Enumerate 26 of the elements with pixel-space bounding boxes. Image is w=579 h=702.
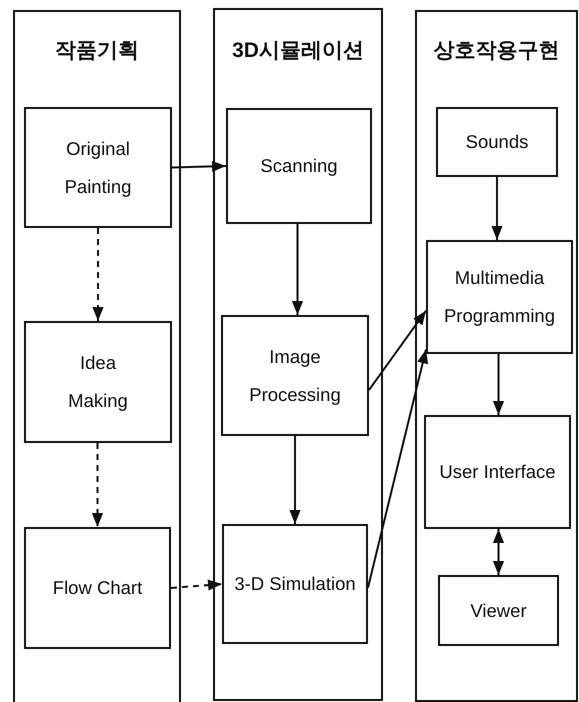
arrow (289, 436, 301, 524)
process-box: Sounds (436, 107, 558, 177)
arrow (292, 224, 304, 315)
process-box: Multimedia Programming (426, 240, 573, 354)
column-heading: 3D시뮬레이션 (231, 38, 365, 64)
arrow (170, 580, 222, 591)
process-box: Original Painting (24, 107, 172, 228)
process-box: Scanning (226, 108, 372, 224)
arrow (368, 310, 427, 391)
process-box: 3-D Simulation (222, 524, 368, 644)
process-box: Flow Chart (24, 527, 171, 649)
process-box: Image Processing (221, 315, 369, 436)
arrow (92, 228, 104, 321)
column-heading: 작품기획 (54, 38, 140, 64)
column-heading: 상호작용구현 (432, 38, 560, 64)
process-box: Viewer (438, 575, 559, 646)
arrow (92, 443, 104, 527)
arrow (491, 177, 503, 240)
column-panel (415, 10, 578, 702)
arrow (492, 354, 504, 415)
column-panel (213, 8, 383, 701)
process-box: Idea Making (24, 321, 172, 443)
process-box: User Interface (424, 415, 571, 529)
arrow (172, 160, 226, 172)
column-panel (13, 10, 181, 702)
arrow (492, 529, 504, 575)
